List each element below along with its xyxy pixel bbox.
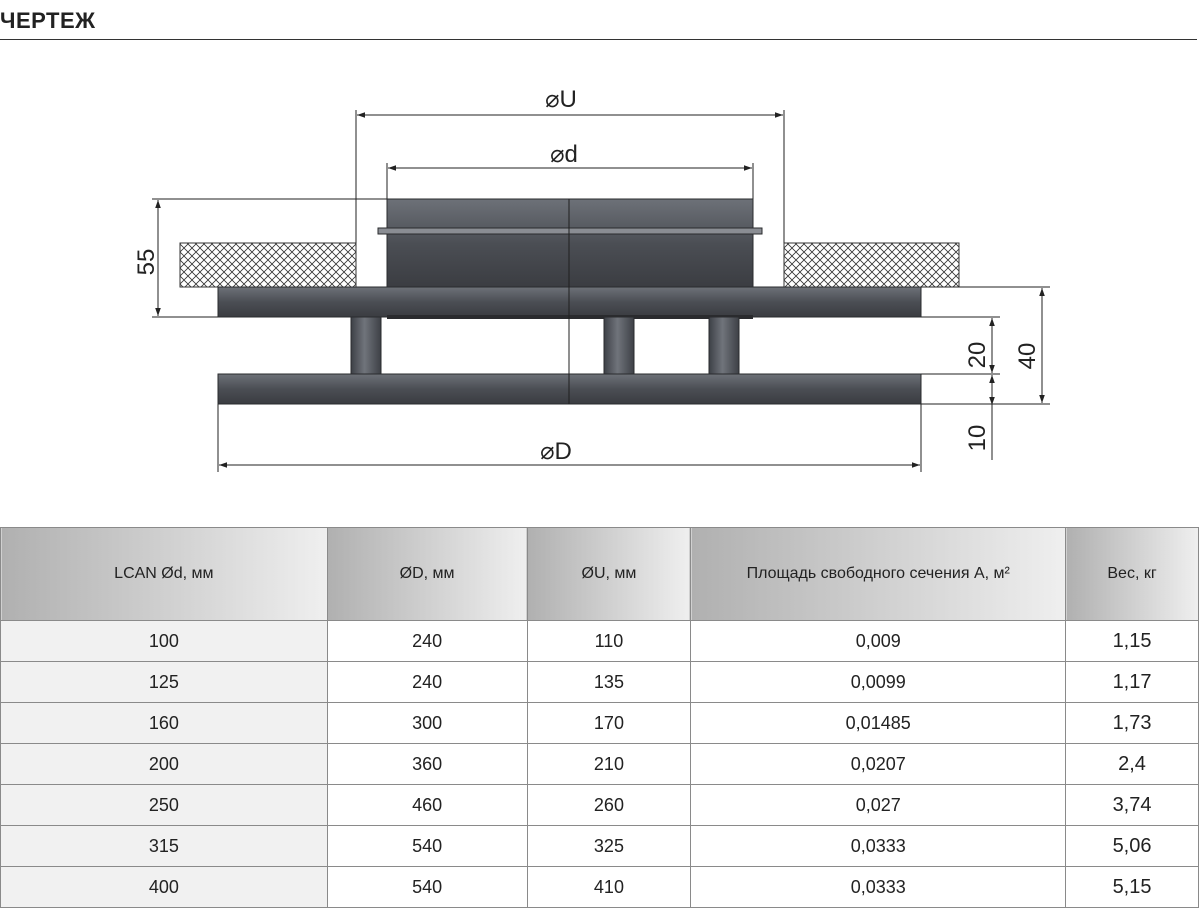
dimension-label-d: ⌀d xyxy=(550,141,578,168)
table-cell: 540 xyxy=(326,825,528,867)
header-cell: ØU, мм xyxy=(526,527,692,621)
table-row: 400 540 410 0,0333 5,15 xyxy=(0,866,1199,908)
specification-table: LCAN Ød, мм ØD, мм ØU, мм Площадь свобод… xyxy=(0,527,1199,908)
table-cell: 160 xyxy=(0,702,328,744)
table-cell: 5,15 xyxy=(1065,866,1199,908)
table-cell: 3,74 xyxy=(1065,784,1199,826)
collar xyxy=(386,198,754,290)
collar-bead xyxy=(377,227,763,235)
page-title: ЧЕРТЕЖ xyxy=(0,8,96,33)
dimension-label-D: ⌀D xyxy=(540,438,572,465)
table-cell: 240 xyxy=(326,620,528,662)
table-row: 315 540 325 0,0333 5,06 xyxy=(0,825,1199,867)
dimension-label-55: 55 xyxy=(133,249,160,276)
spacer-post xyxy=(708,316,740,376)
table-cell: 0,009 xyxy=(690,620,1067,662)
table-row: 200 360 210 0,0207 2,4 xyxy=(0,743,1199,785)
table-cell: 110 xyxy=(526,620,692,662)
title-divider xyxy=(0,39,1197,40)
table-cell: 0,0207 xyxy=(690,743,1067,785)
table-cell: 0,01485 xyxy=(690,702,1067,744)
table-cell: 0,0333 xyxy=(690,825,1067,867)
technical-drawing: ⌀U ⌀d ⌀D 55 20 10 40 xyxy=(133,86,1050,472)
table-row: 100 240 110 0,009 1,15 xyxy=(0,620,1199,662)
table-cell: 400 xyxy=(0,866,328,908)
table-cell: 0,0099 xyxy=(690,661,1067,703)
table-cell: 410 xyxy=(526,866,692,908)
table-cell: 325 xyxy=(526,825,692,867)
table-cell: 200 xyxy=(0,743,328,785)
table-row: 250 460 260 0,027 3,74 xyxy=(0,784,1199,826)
table-cell: 315 xyxy=(0,825,328,867)
spacer-post xyxy=(350,316,382,376)
table-cell: 1,17 xyxy=(1065,661,1199,703)
table-cell: 2,4 xyxy=(1065,743,1199,785)
dimension-label-20: 20 xyxy=(964,342,991,369)
table-cell: 300 xyxy=(326,702,528,744)
dimension-label-10: 10 xyxy=(964,425,991,452)
table-cell: 240 xyxy=(326,661,528,703)
table-cell: 250 xyxy=(0,784,328,826)
table-cell: 5,06 xyxy=(1065,825,1199,867)
spacer-post xyxy=(603,316,635,376)
table-row: 160 300 170 0,01485 1,73 xyxy=(0,702,1199,744)
dimension-label-U: ⌀U xyxy=(545,86,577,113)
table-cell: 170 xyxy=(526,702,692,744)
table-cell: 100 xyxy=(0,620,328,662)
table-cell: 1,73 xyxy=(1065,702,1199,744)
table-cell: 135 xyxy=(526,661,692,703)
table-header-row: LCAN Ød, мм ØD, мм ØU, мм Площадь свобод… xyxy=(0,527,1199,621)
header-cell: ØD, мм xyxy=(326,527,528,621)
table-row: 125 240 135 0,0099 1,17 xyxy=(0,661,1199,703)
dimension-label-40: 40 xyxy=(1014,343,1041,370)
table-cell: 460 xyxy=(326,784,528,826)
table-cell: 125 xyxy=(0,661,328,703)
table-cell: 1,15 xyxy=(1065,620,1199,662)
header-cell: LCAN Ød, мм xyxy=(0,527,328,621)
header-cell: Площадь свободного сечения А, м² xyxy=(690,527,1067,621)
insulation-right xyxy=(783,242,960,288)
insulation-left xyxy=(179,242,357,288)
table-cell: 0,0333 xyxy=(690,866,1067,908)
table-cell: 0,027 xyxy=(690,784,1067,826)
table-cell: 540 xyxy=(326,866,528,908)
table-cell: 360 xyxy=(326,743,528,785)
header-cell: Вес, кг xyxy=(1065,527,1199,621)
table-cell: 260 xyxy=(526,784,692,826)
table-cell: 210 xyxy=(526,743,692,785)
